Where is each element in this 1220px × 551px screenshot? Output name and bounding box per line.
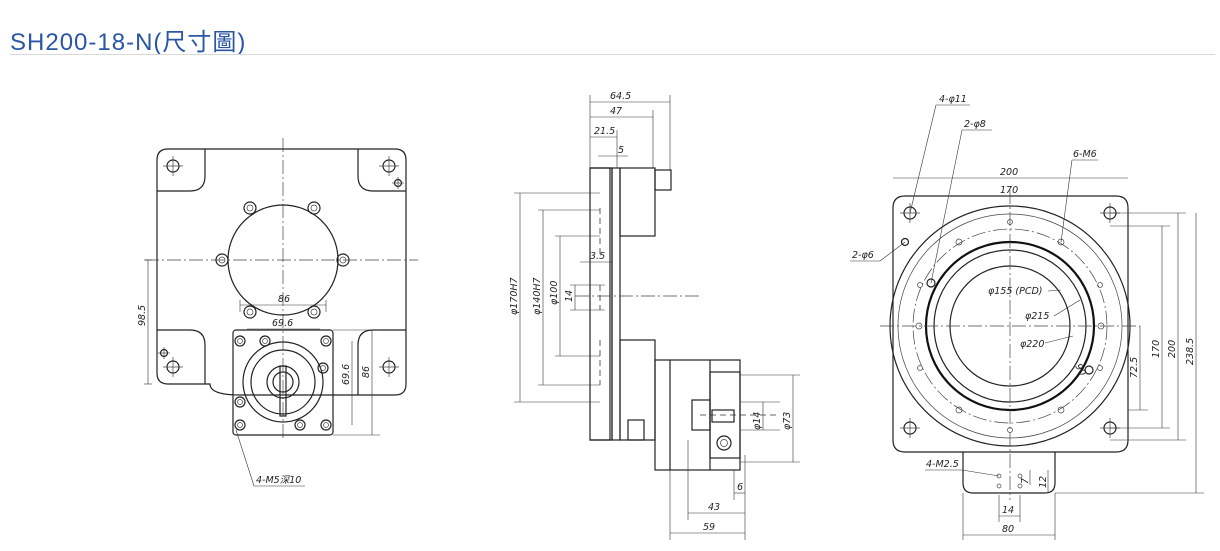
side-dim-21-5: 21.5 <box>594 126 615 137</box>
side-dim-5: 5 <box>618 145 624 156</box>
top-dim-200-side: 200 <box>1167 340 1178 358</box>
bottom-view-plate-outline <box>156 148 407 396</box>
top-view-pin-hole-1 <box>926 278 936 288</box>
bottom-view: 86 69.6 98.5 69.6 86 4-M5深10 <box>137 138 418 487</box>
top-label-90: 90 <box>1072 362 1088 378</box>
side-view: 64.5 47 21.5 5 3.5 14 φ170H7 φ140H7 φ100… <box>509 91 800 540</box>
side-dim-6: 6 <box>737 482 743 493</box>
top-label-pcd: φ155 (PCD) <box>988 286 1043 297</box>
bottom-dim-69-6-top: 69.6 <box>272 318 293 329</box>
page-title: SH200-18-N(尺寸圖) <box>10 29 247 56</box>
side-view-main-housing <box>589 167 613 441</box>
top-label-6-m6: 6-M6 <box>1073 149 1097 160</box>
bottom-view-corner-notch-tl <box>157 149 206 192</box>
side-dim-14: 14 <box>564 290 575 302</box>
bottom-view-motor-ring <box>250 349 316 415</box>
title-divider <box>10 54 1215 55</box>
side-view-dimension-lines <box>514 95 800 540</box>
side-view-lower-step <box>627 419 645 441</box>
top-label-4-phi11: 4-φ11 <box>939 94 967 105</box>
bottom-dim-69-6-side: 69.6 <box>341 364 352 385</box>
side-dim-64-5: 64.5 <box>610 91 631 102</box>
top-dim-7: 7 <box>1020 478 1031 484</box>
bottom-view-keyway <box>279 365 287 417</box>
bottom-dim-86-top: 86 <box>278 294 290 305</box>
bottom-view-dimension-lines <box>144 259 380 487</box>
bottom-view-corner-notch-tr <box>357 149 406 192</box>
top-label-phi215: φ215 <box>1025 311 1049 322</box>
top-view-m2-5-holes <box>996 473 1023 489</box>
bottom-view-corner-notch-bl <box>157 329 206 384</box>
side-dim-phi170h7: φ170H7 <box>509 277 520 315</box>
top-view-m6-taps <box>915 238 1105 414</box>
bottom-note-m5: 4-M5深10 <box>256 475 301 486</box>
top-dim-170: 170 <box>1000 185 1018 196</box>
top-label-2-phi6: 2-φ6 <box>852 250 874 261</box>
side-dim-47: 47 <box>610 106 622 117</box>
side-dim-phi100: φ100 <box>549 281 560 305</box>
top-dim-12: 12 <box>1038 476 1049 488</box>
top-label-4-m2-5: 4-M2.5 <box>926 459 959 470</box>
side-dim-59: 59 <box>703 522 715 533</box>
top-dim-200: 200 <box>1000 167 1018 178</box>
top-view-motor-tab <box>962 452 1056 494</box>
top-dim-238-5: 238.5 <box>1185 338 1196 365</box>
bottom-view-flange-bolts <box>234 335 332 431</box>
top-dim-72-5: 72.5 <box>1129 357 1140 378</box>
top-dim-80: 80 <box>1002 524 1014 535</box>
side-view-housing-step <box>611 167 621 441</box>
top-view-rim-holes <box>917 219 1103 433</box>
bottom-view-motor-boss <box>242 341 324 423</box>
top-view-pin-hole-2 <box>1084 365 1094 375</box>
top-label-phi220: φ220 <box>1020 339 1044 350</box>
bottom-view-motor-flange <box>232 329 334 436</box>
side-view-motor-housing <box>654 359 741 471</box>
top-view-dimension-lines <box>850 104 1204 540</box>
side-view-lower-flange <box>619 339 656 441</box>
bottom-dim-98-5: 98.5 <box>137 305 148 326</box>
side-view-upper-boss <box>654 169 672 191</box>
bottom-dim-86-side: 86 <box>361 366 372 378</box>
side-dim-phi73: φ73 <box>782 412 793 430</box>
bottom-view-corner-notch-br <box>357 329 406 395</box>
bottom-view-shaft-bore <box>272 371 294 393</box>
side-dim-phi14: φ14 <box>752 412 763 430</box>
top-dim-14: 14 <box>1002 505 1014 516</box>
top-label-2-phi8: 2-φ8 <box>964 119 986 130</box>
bottom-view-disc-bolts <box>215 201 350 319</box>
top-view: 4-φ11 2-φ8 6-M6 200 170 2-φ6 φ155 (PCD) … <box>850 94 1204 540</box>
side-dim-3-5: 3.5 <box>590 251 605 262</box>
side-dim-phi140h7: φ140H7 <box>532 277 543 315</box>
side-view-connector <box>716 435 732 451</box>
side-view-upper-flange <box>619 167 656 237</box>
bottom-view-corner-holes <box>158 156 404 377</box>
side-dim-43: 43 <box>708 502 720 513</box>
top-dim-170-side: 170 <box>1151 340 1162 358</box>
side-view-key <box>711 409 735 423</box>
